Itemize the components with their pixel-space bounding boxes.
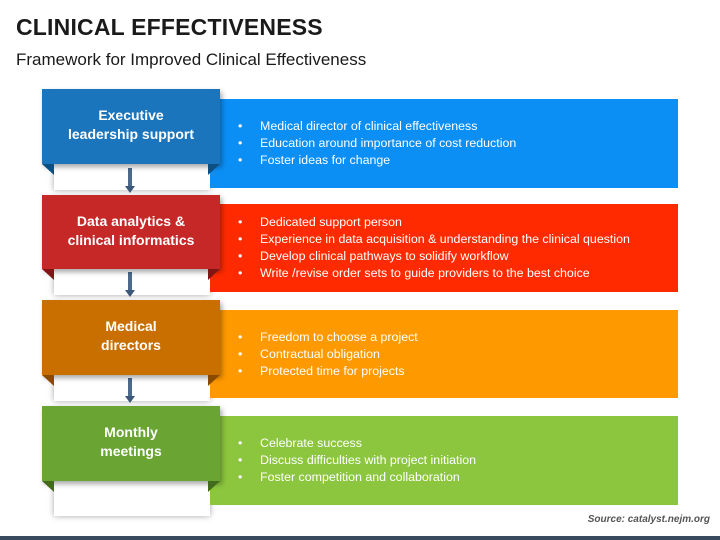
down-arrow-icon bbox=[125, 168, 135, 193]
step-1-fold-right bbox=[208, 164, 220, 175]
step-2-label: Data analytics & clinical informatics bbox=[42, 195, 220, 269]
step-4-label: Monthly meetings bbox=[42, 406, 220, 481]
step-1-label: Executive leadership support bbox=[42, 89, 220, 164]
list-item: Experience in data acquisition & underst… bbox=[238, 231, 630, 248]
step-3-fold-left bbox=[42, 375, 54, 386]
bottom-accent-bar bbox=[0, 536, 720, 540]
step-2-label-line2: clinical informatics bbox=[67, 232, 195, 248]
step-2-label-line1: Data analytics & bbox=[76, 213, 186, 229]
step-4-bullet-list: Celebrate success Discuss difficulties w… bbox=[210, 435, 476, 486]
list-item: Develop clinical pathways to solidify wo… bbox=[238, 248, 630, 265]
step-2-bullet-list: Dedicated support person Experience in d… bbox=[210, 214, 630, 282]
list-item: Protected time for projects bbox=[238, 363, 418, 380]
list-item: Dedicated support person bbox=[238, 214, 630, 231]
step-3-label-line1: Medical bbox=[105, 318, 157, 334]
page-title: CLINICAL EFFECTIVENESS bbox=[16, 14, 323, 40]
list-item: Foster competition and collaboration bbox=[238, 469, 476, 486]
list-item: Freedom to choose a project bbox=[238, 329, 418, 346]
step-4-label-line1: Monthly bbox=[104, 424, 158, 440]
step-1-details: Medical director of clinical effectivene… bbox=[210, 99, 678, 188]
page-subtitle: Framework for Improved Clinical Effectiv… bbox=[16, 50, 367, 69]
list-item: Contractual obligation bbox=[238, 346, 418, 363]
step-2-fold-left bbox=[42, 269, 54, 280]
step-2-fold-right bbox=[208, 269, 220, 280]
down-arrow-icon bbox=[125, 272, 135, 297]
list-item: Medical director of clinical effectivene… bbox=[238, 118, 516, 135]
step-3-details: Freedom to choose a project Contractual … bbox=[210, 310, 678, 398]
list-item: Foster ideas for change bbox=[238, 152, 516, 169]
step-1-label-line1: Executive bbox=[98, 107, 164, 123]
step-4-details: Celebrate success Discuss difficulties w… bbox=[210, 416, 678, 505]
step-1-fold-left bbox=[42, 164, 54, 175]
step-4-fold-right bbox=[208, 481, 220, 492]
source-citation: Source: catalyst.nejm.org bbox=[587, 514, 710, 525]
list-item: Celebrate success bbox=[238, 435, 476, 452]
down-arrow-icon bbox=[125, 378, 135, 403]
list-item: Discuss difficulties with project initia… bbox=[238, 452, 476, 469]
step-4-fold-left bbox=[42, 481, 54, 492]
step-3-label: Medical directors bbox=[42, 300, 220, 375]
step-1-label-line2: leadership support bbox=[67, 126, 195, 142]
list-item: Education around importance of cost redu… bbox=[238, 135, 516, 152]
step-3-label-line2: directors bbox=[101, 337, 161, 353]
step-3-bullet-list: Freedom to choose a project Contractual … bbox=[210, 329, 418, 380]
step-1-bullet-list: Medical director of clinical effectivene… bbox=[210, 118, 516, 169]
list-item: Write /revise order sets to guide provid… bbox=[238, 265, 630, 282]
step-3-fold-right bbox=[208, 375, 220, 386]
step-4-label-line2: meetings bbox=[100, 443, 162, 459]
step-2-details: Dedicated support person Experience in d… bbox=[210, 204, 678, 292]
